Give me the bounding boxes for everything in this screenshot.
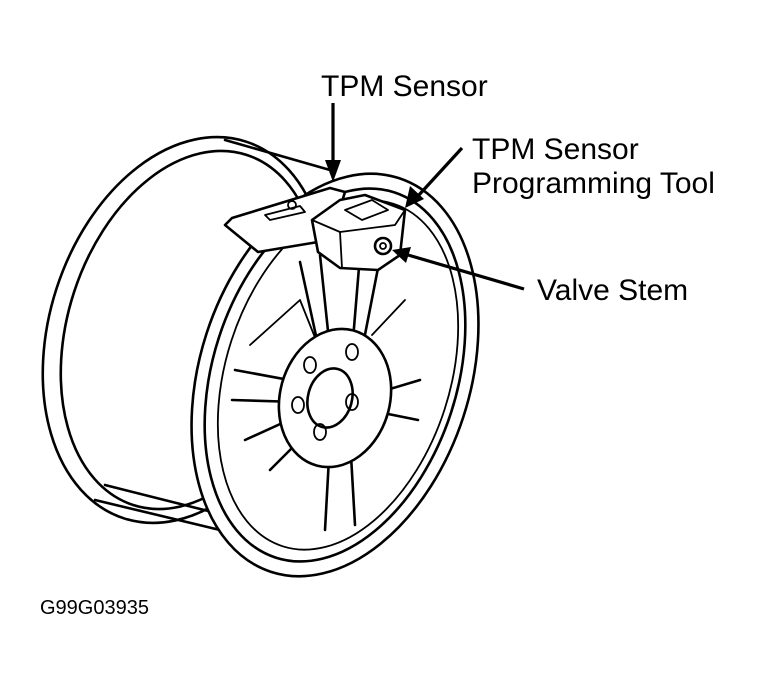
wheel-hub — [277, 327, 393, 469]
arrow-to-tpm-sensor — [325, 103, 341, 182]
programming-tool-label-line2: Programming Tool — [472, 167, 715, 200]
wheel-spokes — [230, 253, 422, 532]
programming-tool-part — [310, 193, 407, 272]
programming-tool-label: TPM Sensor Programming Tool — [472, 133, 715, 201]
valve-stem-label: Valve Stem — [537, 274, 689, 307]
arrow-to-valve-stem — [392, 247, 525, 291]
figure-id: G99G03935 — [40, 597, 149, 619]
programming-tool-label-line1: TPM Sensor — [472, 133, 639, 166]
tpm-sensor-label: TPM Sensor — [321, 70, 488, 103]
arrow-to-programming-tool — [405, 146, 464, 208]
